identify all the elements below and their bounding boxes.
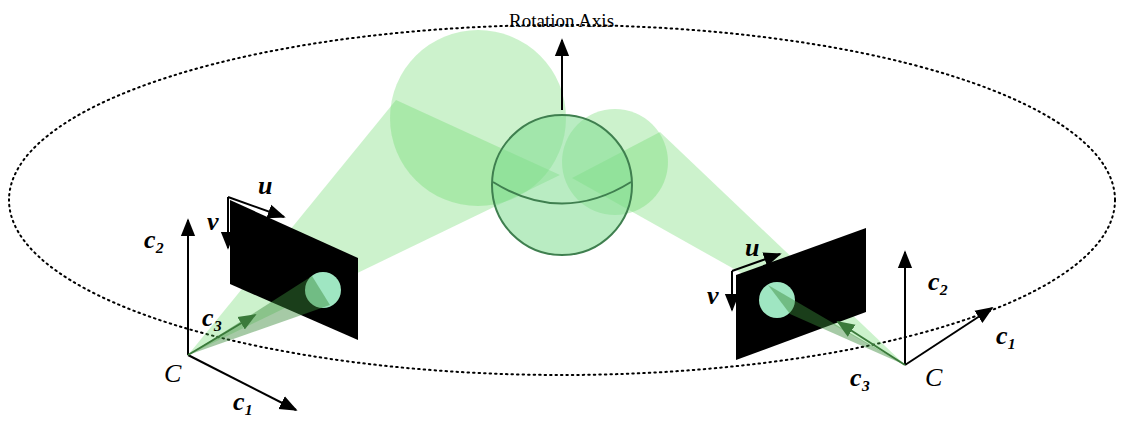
- point-label: C: [925, 365, 942, 391]
- rotation-axis: [561, 40, 563, 110]
- c2-axis: [904, 252, 906, 365]
- view-cones: [188, 30, 905, 365]
- projection-cone: [188, 276, 330, 355]
- point-label: C: [164, 361, 181, 387]
- u-axis: [228, 197, 284, 217]
- axis-label: v: [707, 283, 719, 309]
- axis-label: Rotation Axis: [509, 11, 614, 30]
- c3-axis: [838, 322, 905, 365]
- sphere-equator: [493, 182, 631, 204]
- v-axis: [731, 271, 733, 310]
- v-axis: [227, 197, 229, 248]
- projection-cone: [768, 285, 905, 365]
- axis-label: c₁: [233, 389, 254, 415]
- sphere: [492, 115, 632, 255]
- c2-axis: [187, 220, 189, 355]
- c1-axis: [905, 308, 992, 365]
- axis-label: c₂: [144, 227, 165, 253]
- axis-label: c₂: [928, 269, 949, 295]
- axis-label: c₃: [202, 305, 223, 331]
- axis-label: u: [258, 173, 272, 199]
- axis-label: c₃: [850, 365, 871, 391]
- axis-label: v: [207, 209, 219, 235]
- axis-label: c₁: [996, 323, 1017, 349]
- axis-label: u: [745, 235, 759, 261]
- image-plane: [736, 228, 866, 360]
- orbit-ellipse: [9, 25, 1115, 375]
